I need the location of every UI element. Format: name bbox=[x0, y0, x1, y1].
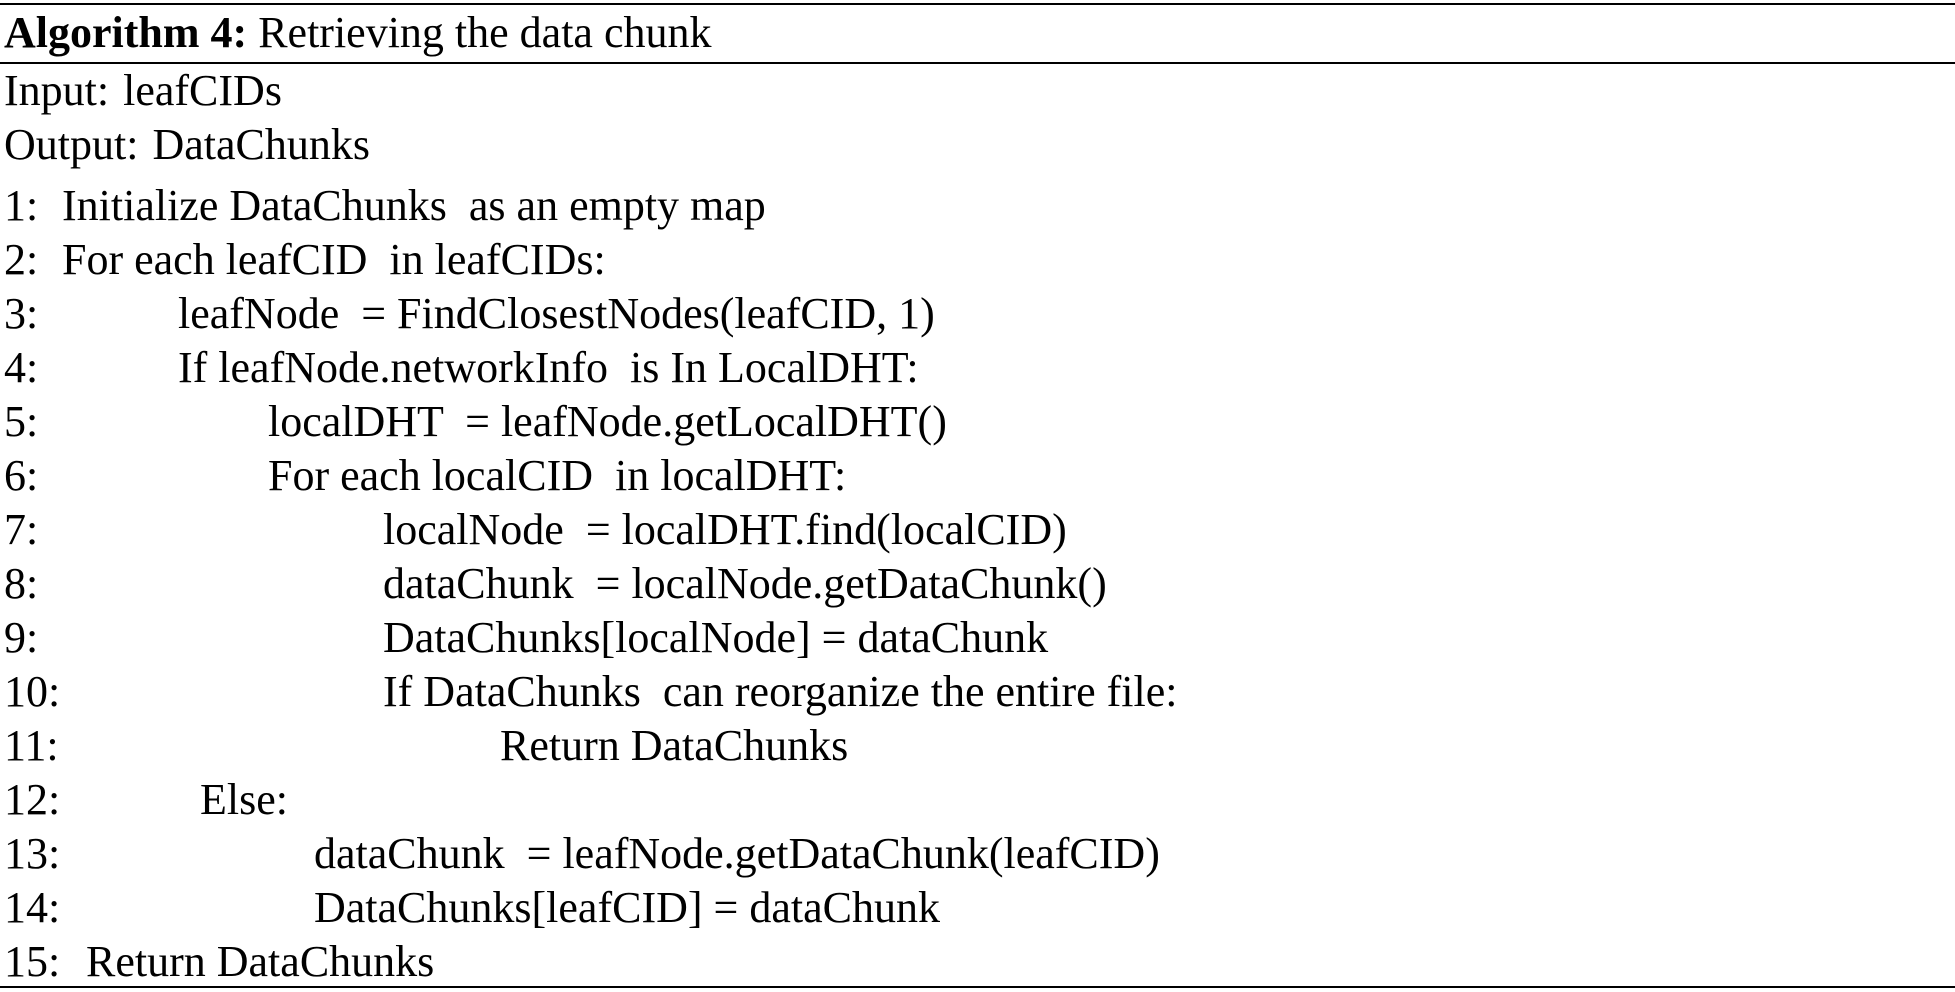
line-number: 15: bbox=[4, 937, 61, 986]
algorithm-name: Retrieving the data chunk bbox=[258, 8, 712, 57]
line-number: 12: bbox=[4, 775, 61, 824]
line-text: For each leafCID in leafCIDs: bbox=[62, 235, 606, 284]
line-text: If leafNode.networkInfo is In LocalDHT: bbox=[178, 343, 919, 392]
algorithm-line-4: 4: If leafNode.networkInfo is In LocalDH… bbox=[4, 341, 919, 395]
line-number: 14: bbox=[4, 883, 61, 932]
algorithm-line-5: 5: localDHT = leafNode.getLocalDHT() bbox=[4, 395, 947, 449]
line-text: For each localCID in localDHT: bbox=[268, 451, 847, 500]
line-number: 6: bbox=[4, 451, 39, 500]
algorithm-title: Algorithm 4: Retrieving the data chunk bbox=[4, 6, 712, 60]
line-text: Else: bbox=[200, 775, 288, 824]
line-text: Initialize DataChunks as an empty map bbox=[62, 181, 766, 230]
line-number: 7: bbox=[4, 505, 39, 554]
algorithm-line-10: 10: If DataChunks can reorganize the ent… bbox=[4, 665, 1178, 719]
top-rule bbox=[0, 3, 1955, 5]
bottom-rule bbox=[0, 986, 1955, 988]
line-number: 10: bbox=[4, 667, 61, 716]
line-number: 13: bbox=[4, 829, 61, 878]
output-label: Output: bbox=[4, 120, 139, 169]
line-number: 11: bbox=[4, 721, 59, 770]
output-value: DataChunks bbox=[152, 120, 370, 169]
line-text: localDHT = leafNode.getLocalDHT() bbox=[268, 397, 947, 446]
line-text: DataChunks[localNode] = dataChunk bbox=[383, 613, 1049, 662]
algorithm-line-7: 7: localNode = localDHT.find(localCID) bbox=[4, 503, 1067, 557]
algorithm-line-1: 1: Initialize DataChunks as an empty map bbox=[4, 179, 766, 233]
line-number: 3: bbox=[4, 289, 39, 338]
line-number: 8: bbox=[4, 559, 39, 608]
algorithm-line-3: 3: leafNode = FindClosestNodes(leafCID, … bbox=[4, 287, 935, 341]
algorithm-line-6: 6: For each localCID in localDHT: bbox=[4, 449, 846, 503]
algorithm-line-8: 8: dataChunk = localNode.getDataChunk() bbox=[4, 557, 1107, 611]
algorithm-line-2: 2: For each leafCID in leafCIDs: bbox=[4, 233, 606, 287]
input-label: Input: bbox=[4, 66, 110, 115]
line-text: dataChunk = leafNode.getDataChunk(leafCI… bbox=[314, 829, 1160, 878]
algorithm-line-12: 12: Else: bbox=[4, 773, 288, 827]
line-text: If DataChunks can reorganize the entire … bbox=[383, 667, 1178, 716]
algorithm-line-11: 11: Return DataChunks bbox=[4, 719, 848, 773]
line-number: 2: bbox=[4, 235, 39, 284]
input-line: Input: leafCIDs bbox=[4, 64, 282, 118]
line-number: 9: bbox=[4, 613, 39, 662]
line-number: 5: bbox=[4, 397, 39, 446]
line-number: 4: bbox=[4, 343, 39, 392]
line-text: Return DataChunks bbox=[86, 937, 435, 986]
algorithm-line-13: 13: dataChunk = leafNode.getDataChunk(le… bbox=[4, 827, 1160, 881]
algorithm-line-14: 14: DataChunks[leafCID] = dataChunk bbox=[4, 881, 940, 935]
line-text: Return DataChunks bbox=[500, 721, 849, 770]
header-rule bbox=[0, 62, 1955, 64]
algorithm-line-9: 9: DataChunks[localNode] = dataChunk bbox=[4, 611, 1048, 665]
line-text: dataChunk = localNode.getDataChunk() bbox=[383, 559, 1107, 608]
input-value: leafCIDs bbox=[123, 66, 282, 115]
line-number: 1: bbox=[4, 181, 39, 230]
line-text: leafNode = FindClosestNodes(leafCID, 1) bbox=[178, 289, 935, 338]
algorithm-label: Algorithm 4: bbox=[4, 8, 248, 57]
algorithm-line-15: 15: Return DataChunks bbox=[4, 935, 434, 989]
output-line: Output: DataChunks bbox=[4, 118, 370, 172]
line-text: localNode = localDHT.find(localCID) bbox=[383, 505, 1067, 554]
line-text: DataChunks[leafCID] = dataChunk bbox=[314, 883, 940, 932]
